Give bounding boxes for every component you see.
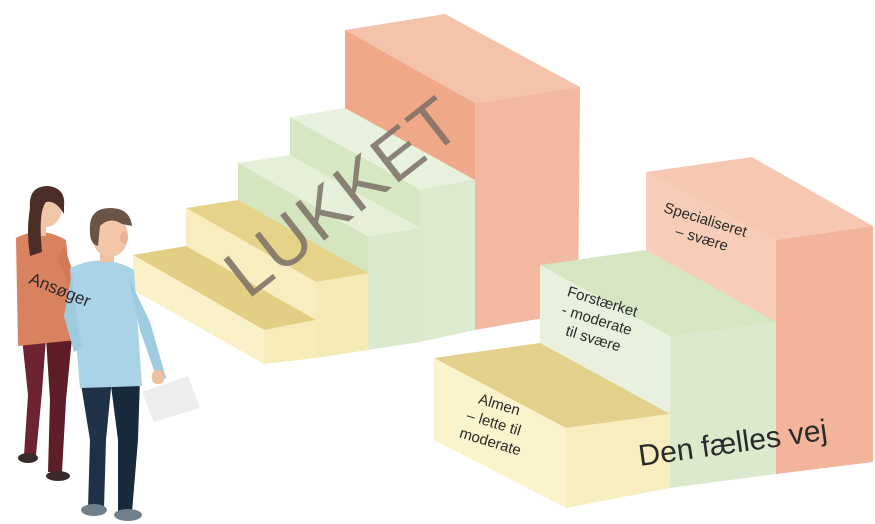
common-step-general (434, 343, 670, 508)
applicant-figures: Ansøger (16, 186, 200, 521)
closed-step-yellow-upper (186, 200, 368, 358)
paper-document-icon (142, 376, 200, 422)
closed-step-yellow-lower (133, 246, 316, 364)
common-staircase: Almen – lette til moderate Forstærket - … (434, 157, 873, 508)
closed-staircase: LUKKET (133, 14, 580, 364)
applicant-woman (16, 186, 80, 481)
applicant-man (64, 208, 200, 521)
